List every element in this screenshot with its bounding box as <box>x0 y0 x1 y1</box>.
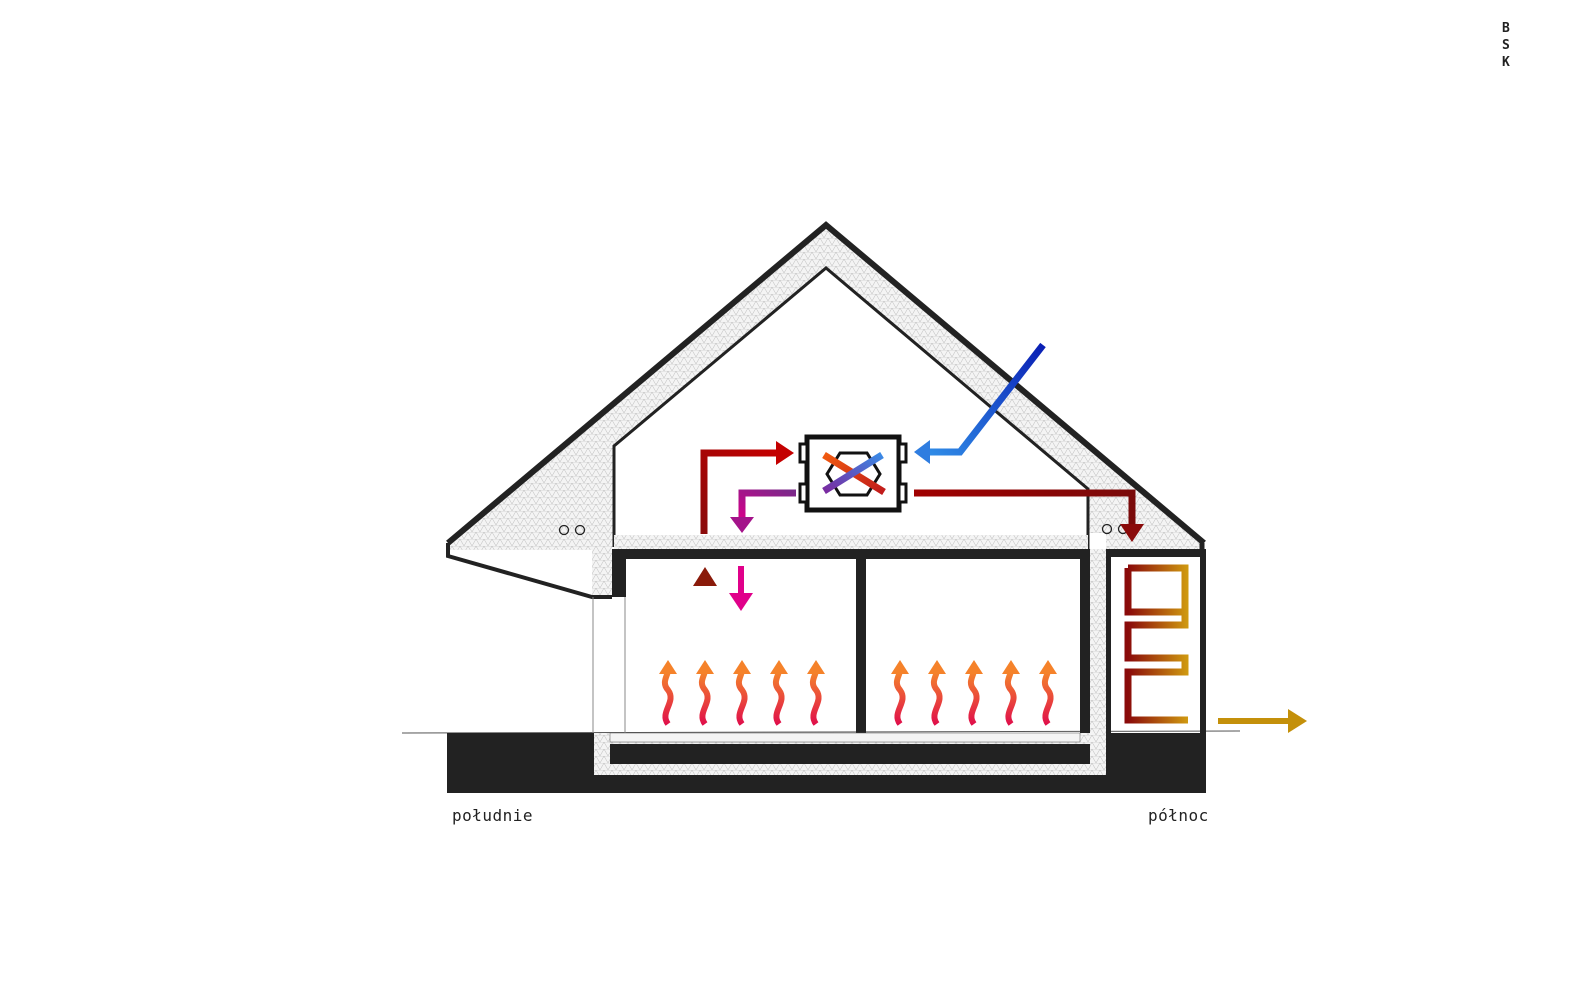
heat-pump-coil-icon <box>1124 564 1189 724</box>
foundation-north <box>1106 733 1206 793</box>
room-extract-arrow-icon <box>729 566 753 611</box>
extract-air-duct-arrow-icon <box>730 489 796 533</box>
north-orientation-label: północ <box>1148 806 1209 825</box>
south-wall-stub <box>612 549 626 597</box>
roof-outline <box>446 221 1206 546</box>
floor-heating-arrows-room-1 <box>659 660 825 724</box>
attic-floor-insulation <box>614 535 1088 549</box>
room-supply-arrow-icon <box>693 567 717 611</box>
floor-heating-arrow-icon <box>770 660 788 724</box>
eave-left <box>446 543 612 599</box>
floor-heating-arrow-icon <box>659 660 677 724</box>
technical-room-wall-left <box>1106 549 1111 733</box>
floor-heating-arrow-icon <box>696 660 714 724</box>
ceiling-slab <box>612 549 1090 559</box>
supply-air-duct-arrow-icon <box>700 441 794 534</box>
ground-line <box>401 730 1241 734</box>
logo: B S K <box>1502 22 1524 70</box>
floor-heating-arrows-room-2 <box>891 660 1057 724</box>
interior-partition <box>856 557 866 749</box>
floor-heating-arrow-icon <box>807 660 825 724</box>
logo-letter-k: K <box>1502 55 1510 70</box>
floor-heating-arrow-icon <box>965 660 983 724</box>
floor-slab <box>610 744 1090 764</box>
floor-heating-arrow-icon <box>733 660 751 724</box>
north-inner-wall <box>1080 549 1090 733</box>
south-orientation-label: południe <box>452 806 534 825</box>
foundation-bottom <box>594 775 1106 793</box>
floor-finish <box>609 732 1081 743</box>
roof-inner-line <box>612 266 1090 550</box>
outdoor-exhaust-arrow-icon <box>1218 709 1307 733</box>
roof-pipes-left <box>558 524 586 536</box>
heat-recovery-unit-icon <box>798 434 908 513</box>
technical-room-wall-right <box>1200 549 1206 733</box>
floor-heating-arrow-icon <box>1002 660 1020 724</box>
exhaust-duct-arrow-icon <box>914 489 1144 542</box>
logo-letter-s: S <box>1502 38 1510 53</box>
logo-letter-b: B <box>1502 21 1510 36</box>
technical-room-ceiling <box>1106 549 1206 557</box>
fresh-air-intake-arrow-icon <box>914 342 1046 464</box>
floor-heating-arrow-icon <box>928 660 946 724</box>
north-wall-insulation <box>1090 549 1108 774</box>
floor-heating-arrow-icon <box>891 660 909 724</box>
floor-heating-arrow-icon <box>1039 660 1057 724</box>
foundation-south <box>447 733 594 793</box>
